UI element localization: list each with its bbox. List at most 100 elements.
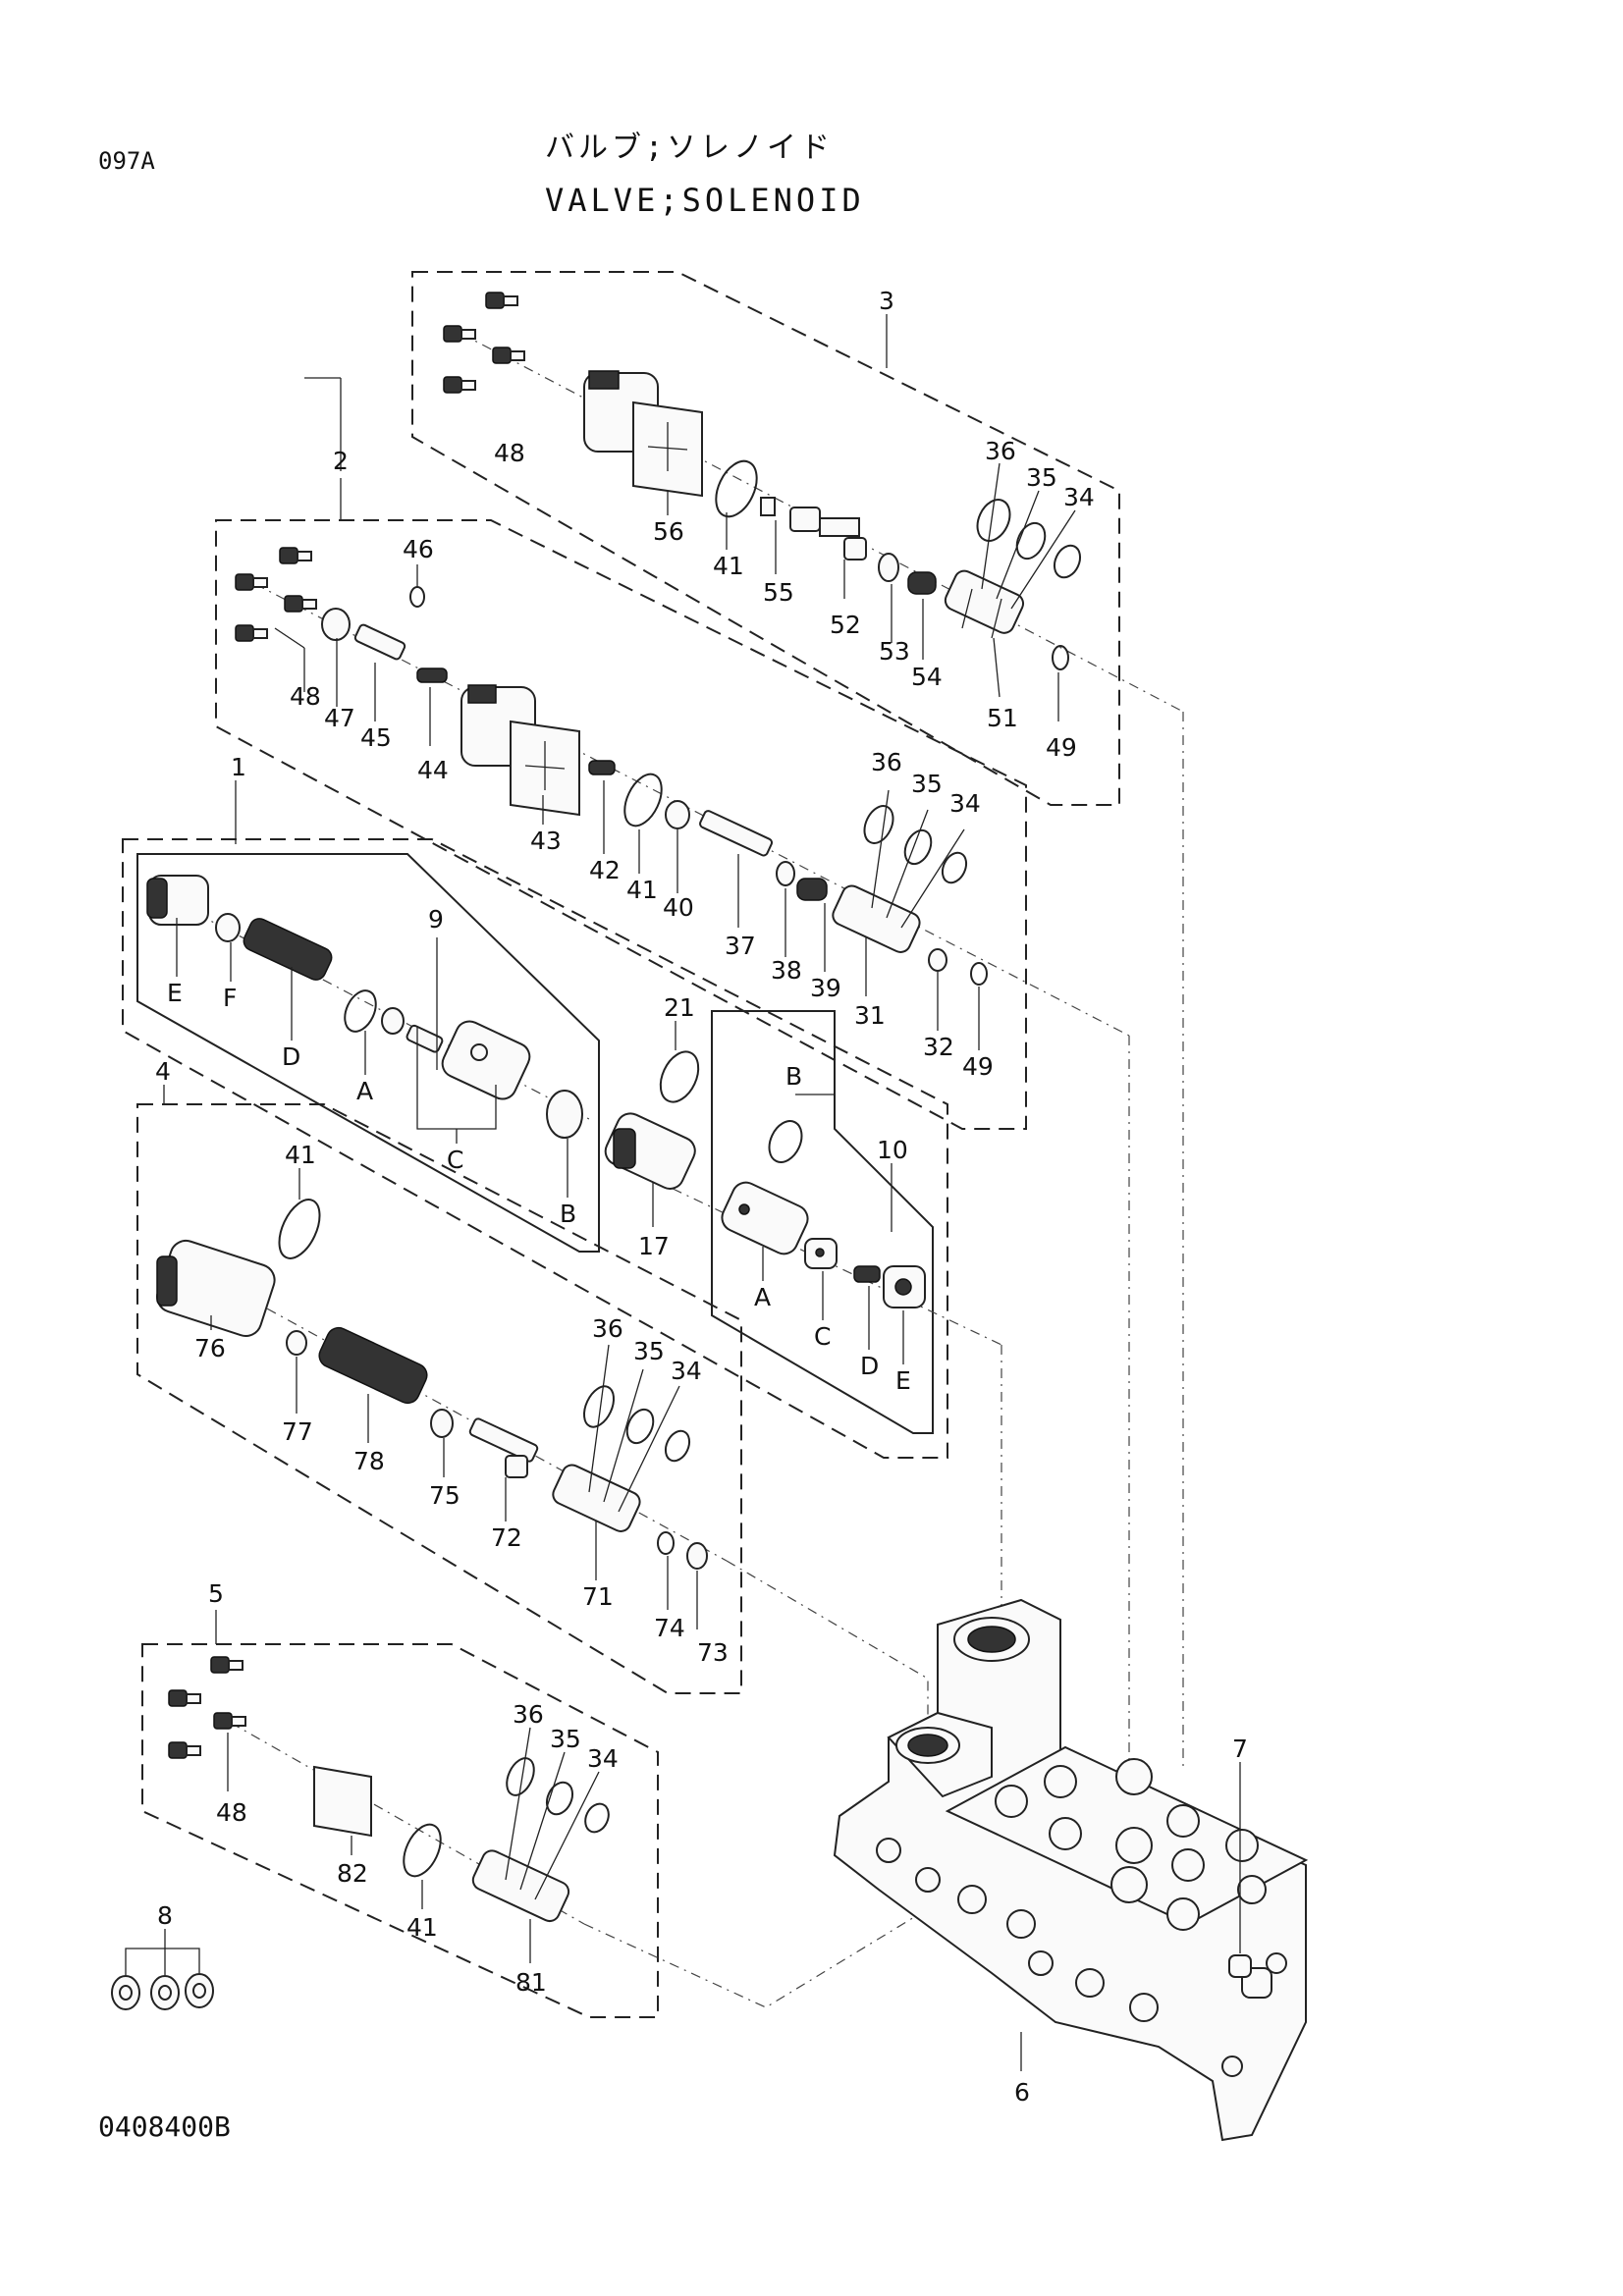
callout-7: 7 (1232, 1735, 1248, 1763)
callout-B-b: B (785, 1062, 802, 1091)
callout-74: 74 (654, 1614, 685, 1642)
callout-labels: 3 48 56 41 55 52 53 54 36 35 34 51 49 2 … (155, 287, 1248, 2107)
callout-3: 3 (879, 287, 894, 315)
callout-42: 42 (589, 856, 621, 884)
callout-C-a: C (447, 1146, 463, 1174)
valve-45 (353, 623, 406, 661)
spool-72 (468, 1417, 539, 1478)
cover-82 (313, 1765, 372, 1838)
valve-C-10 (804, 1238, 838, 1269)
callout-75: 75 (429, 1481, 460, 1510)
callout-8: 8 (157, 1901, 173, 1930)
piston-A-10 (721, 1181, 809, 1255)
group-1-boundary (122, 838, 948, 1459)
callout-71: 71 (582, 1582, 614, 1611)
screw-set-group-3 (443, 292, 525, 394)
callout-34-b: 34 (949, 789, 981, 818)
callout-49-b: 49 (962, 1052, 994, 1081)
leader-lines (125, 314, 1241, 2071)
route-4-to-body (726, 1560, 929, 1757)
callout-45: 45 (360, 723, 392, 752)
callout-38: 38 (771, 956, 802, 985)
o-ring-49-mid (970, 962, 988, 986)
callout-41-c: 41 (285, 1141, 316, 1169)
o-ring-A-top (344, 989, 377, 1033)
callout-76: 76 (194, 1334, 226, 1362)
callout-36-d: 36 (513, 1700, 544, 1729)
callout-32: 32 (923, 1033, 954, 1061)
callout-36-c: 36 (592, 1314, 623, 1343)
callout-B-a: B (560, 1200, 576, 1228)
page-code: 097A (98, 147, 155, 175)
callout-41-d: 41 (406, 1913, 438, 1942)
stem-C-top (406, 1024, 444, 1053)
callout-D-a: D (282, 1042, 300, 1071)
callout-D-b: D (860, 1352, 879, 1380)
o-ring-34-g4 (664, 1429, 691, 1463)
spring-D-top (243, 918, 333, 981)
callout-72: 72 (491, 1523, 522, 1552)
o-ring-41-g5 (403, 1823, 442, 1878)
callout-2: 2 (333, 447, 349, 475)
callout-6: 6 (1014, 2078, 1030, 2107)
callout-A-b: A (754, 1283, 771, 1311)
callout-34-d: 34 (587, 1744, 619, 1773)
callout-35-c: 35 (633, 1337, 665, 1365)
o-ring-41-top (715, 459, 758, 518)
sleeve-17 (604, 1112, 696, 1190)
o-ring-46 (409, 586, 425, 608)
plug-47 (321, 608, 351, 641)
callout-A-a: A (356, 1077, 373, 1105)
callout-41-b: 41 (626, 876, 658, 904)
callout-46: 46 (403, 535, 434, 563)
spring-39 (796, 878, 828, 901)
callout-31: 31 (854, 1001, 886, 1030)
plug-E-top (146, 875, 209, 926)
washer-75 (430, 1409, 454, 1438)
spring-54 (907, 571, 937, 595)
callout-49-a: 49 (1046, 733, 1077, 762)
callout-77: 77 (282, 1417, 313, 1446)
callout-F: F (223, 984, 237, 1012)
plug-E-10 (883, 1265, 926, 1308)
callout-43: 43 (530, 827, 562, 855)
o-ring-35-top (1015, 521, 1047, 561)
seat-B-top (546, 1090, 583, 1139)
o-ring-34-mid (941, 851, 968, 884)
sleeve-31 (832, 884, 921, 953)
callout-55: 55 (763, 578, 794, 607)
callout-10: 10 (877, 1136, 908, 1164)
solenoid-43 (460, 684, 580, 817)
callout-37: 37 (725, 932, 756, 960)
group-2-boundary (215, 519, 1027, 1130)
o-ring-34-g5 (584, 1802, 610, 1834)
washer-38 (776, 861, 795, 886)
callout-78: 78 (353, 1447, 385, 1475)
callout-C-b: C (814, 1322, 831, 1351)
group-4-boundary (136, 1103, 742, 1694)
callout-53: 53 (879, 637, 910, 666)
callout-35-b: 35 (911, 770, 943, 798)
o-ring-41-mid (623, 773, 663, 828)
piston-C-top (441, 1020, 531, 1100)
callout-51: 51 (987, 704, 1018, 732)
washer-set-8 (111, 1973, 214, 2010)
callout-5: 5 (208, 1579, 224, 1608)
o-ring-36-top (976, 499, 1011, 542)
callout-73: 73 (697, 1638, 729, 1667)
o-ring-B-10 (768, 1120, 803, 1163)
group-10-box (711, 1010, 934, 1434)
drawing-number: 0408400B (98, 2110, 231, 2143)
valve-body-6 (833, 1598, 1309, 2142)
o-ring-36-g4 (582, 1385, 616, 1428)
group-3-boundary (411, 271, 1120, 806)
spool-52 (789, 507, 867, 561)
callout-39: 39 (810, 974, 841, 1002)
callout-48-a: 48 (494, 439, 525, 467)
callout-36-a: 36 (985, 437, 1016, 465)
o-ring-35-g4 (625, 1408, 655, 1445)
o-ring-36-mid (863, 805, 894, 844)
o-ring-36-g5 (506, 1757, 535, 1796)
o-ring-34-top (1053, 544, 1082, 579)
